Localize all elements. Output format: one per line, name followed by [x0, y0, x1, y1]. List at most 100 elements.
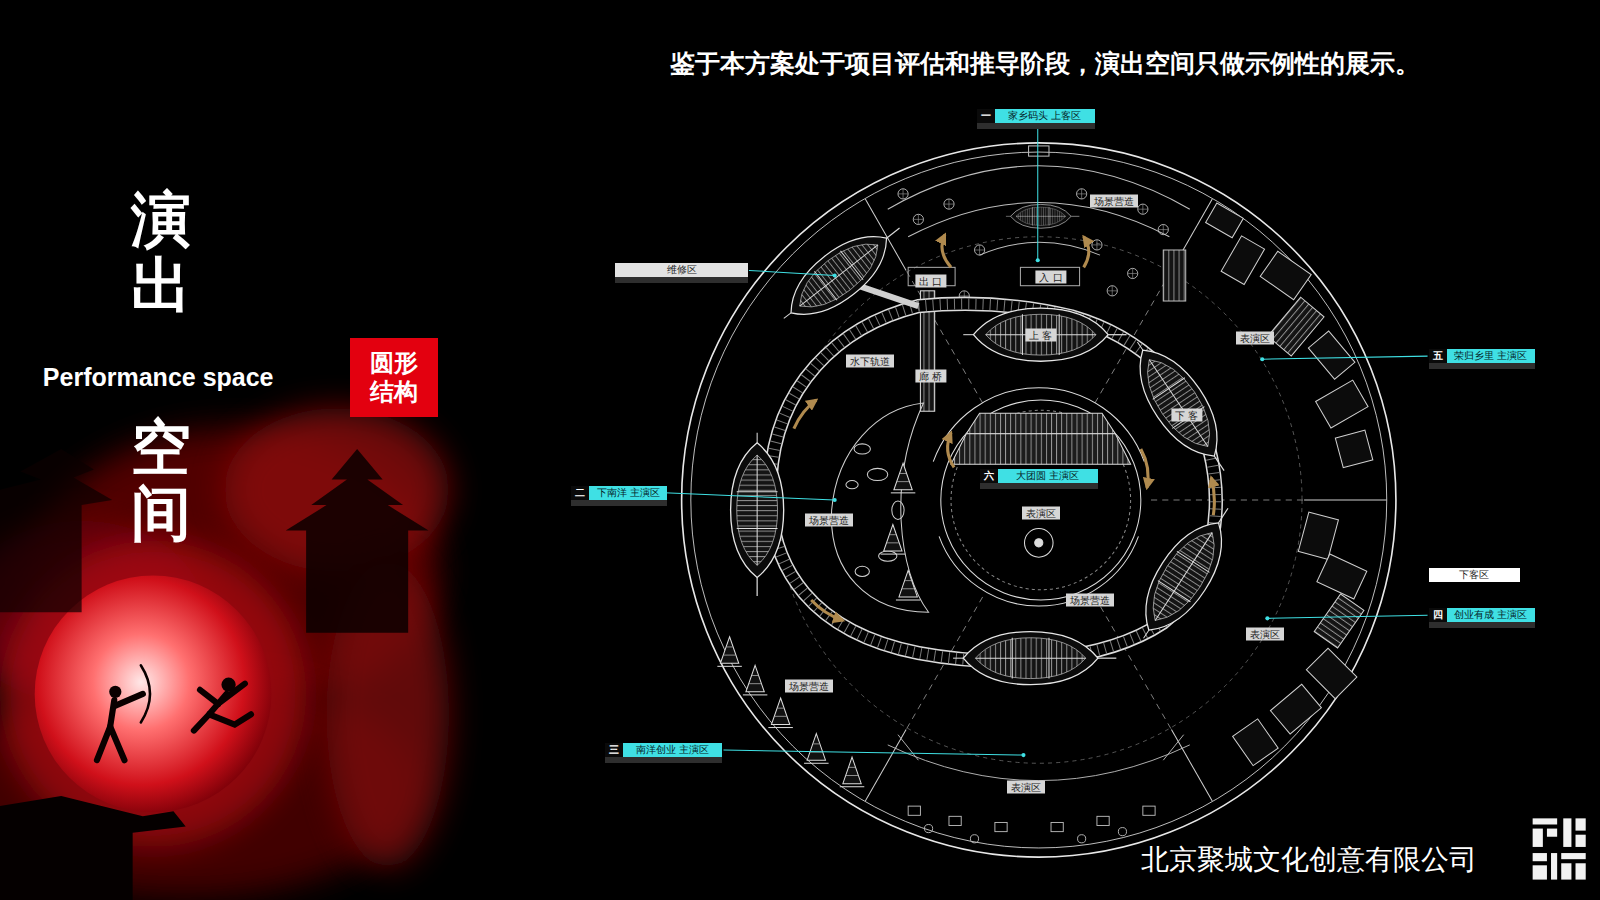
- scenery-row: [1118, 828, 1126, 836]
- area-tag: 廊 桥: [915, 369, 946, 382]
- company-logo: [1551, 853, 1557, 880]
- company-logo: [1576, 835, 1586, 847]
- boat-symbol: [731, 433, 784, 596]
- scenery-island: [879, 551, 897, 561]
- tree-symbol: [1138, 204, 1148, 214]
- scenery-row: [888, 745, 1190, 781]
- flow-arrow: [942, 235, 951, 268]
- leader-dot: [1036, 258, 1040, 262]
- company-logo: [1561, 853, 1585, 859]
- building-block: [1260, 251, 1311, 299]
- central-stage: [966, 413, 1115, 433]
- zone-callout: 一家乡码头 上客区: [977, 109, 1095, 123]
- scenery-row: [908, 806, 920, 815]
- plan-outline: [682, 143, 1396, 857]
- central-stage: [933, 388, 1144, 606]
- moon-illustration: [286, 449, 429, 633]
- sail-symbol: [881, 524, 905, 554]
- building-block: [1270, 684, 1321, 734]
- sector-divider: [1304, 499, 1387, 500]
- area-tag: 场景营造: [805, 514, 853, 527]
- boat-symbol: [953, 632, 1116, 685]
- tree-symbol: [898, 189, 908, 199]
- scenery-island: [831, 403, 928, 612]
- moon-illustration: [97, 665, 251, 760]
- company-logo: [1561, 863, 1571, 879]
- area-tag: 表演区: [1022, 507, 1060, 520]
- callout-text: 下客区: [1453, 568, 1495, 582]
- company-logo: [1563, 818, 1571, 847]
- area-tag: 表演区: [1246, 627, 1284, 640]
- callout-text: 圆形结构: [370, 349, 418, 407]
- scenery-row: [1143, 806, 1155, 815]
- company-logo: [1576, 863, 1586, 879]
- boat-symbol: [963, 308, 1126, 361]
- harbour-structure: [1163, 250, 1185, 301]
- central-stage: [941, 400, 1141, 600]
- zone-number: 三: [605, 743, 623, 757]
- harbour-structure: [1029, 146, 1049, 156]
- central-stage: [951, 410, 1131, 590]
- scenery-row: [995, 822, 1007, 831]
- tree-symbol: [1077, 189, 1087, 199]
- zone-callout: 三南洋创业 主演区: [605, 743, 722, 757]
- company-name: 北京聚城文化创意有限公司: [1141, 843, 1477, 877]
- section-heading: 演出: [131, 186, 191, 318]
- company-logo: [1533, 865, 1547, 879]
- building-block: [1206, 203, 1244, 238]
- building-block: [1314, 594, 1364, 648]
- company-logo: [1576, 818, 1586, 830]
- central-stage: [933, 388, 1144, 462]
- central-stage: [939, 536, 1138, 606]
- tree-symbol: [1158, 224, 1168, 234]
- scenery-row: [924, 824, 932, 832]
- flow-arrow: [948, 433, 954, 468]
- leader-line: [664, 493, 834, 500]
- building-block: [1298, 512, 1338, 559]
- leader-line: [723, 750, 1023, 755]
- area-tag: 入 口: [1035, 270, 1066, 283]
- plan-outline: [691, 152, 1387, 848]
- building-block: [1306, 648, 1357, 699]
- scenery-row: [1051, 822, 1063, 831]
- sector-divider: [906, 270, 983, 403]
- scenery-row: [1078, 835, 1086, 843]
- area-tag: 场景营造: [1090, 195, 1138, 208]
- sail-symbol: [840, 757, 864, 787]
- sail-symbol: [717, 637, 741, 667]
- scenery-island: [892, 501, 904, 519]
- leader-dot: [833, 273, 837, 277]
- harbour-structure: [980, 242, 1100, 255]
- scenery-island: [855, 566, 869, 576]
- boat-symbol: [731, 204, 1250, 684]
- zone-callout: 五荣归乡里 主演区: [1429, 349, 1535, 363]
- tree-symbol: [974, 245, 984, 255]
- moon-illustration: [209, 714, 251, 724]
- sail-symbol: [896, 570, 920, 600]
- leader-dot: [1021, 753, 1025, 757]
- company-logo: [1533, 818, 1586, 879]
- sector-divider: [1171, 730, 1212, 801]
- flow-arrow: [1211, 478, 1214, 516]
- moon-illustration: [97, 727, 125, 761]
- harbour-structure: [888, 146, 1190, 301]
- flow-arrow: [1084, 237, 1089, 268]
- area-tag: 水下轨道: [846, 355, 894, 368]
- structure-badge: 圆形结构: [350, 338, 438, 418]
- moon-illustration: [141, 665, 150, 722]
- scenery-island: [846, 481, 858, 489]
- leader-dot: [833, 258, 1270, 757]
- company-logo: [1533, 818, 1557, 824]
- building-block: [1316, 380, 1368, 428]
- moon-illustration: [221, 678, 235, 692]
- central-stage: [1024, 529, 1053, 558]
- zone-number: 一: [977, 109, 995, 123]
- leader-dot: [833, 498, 837, 502]
- flow-arrow: [811, 600, 843, 620]
- central-stage: [1035, 539, 1043, 547]
- moon-illustration: [0, 408, 449, 900]
- moon-illustration: [200, 690, 218, 704]
- building-block: [1206, 203, 1373, 766]
